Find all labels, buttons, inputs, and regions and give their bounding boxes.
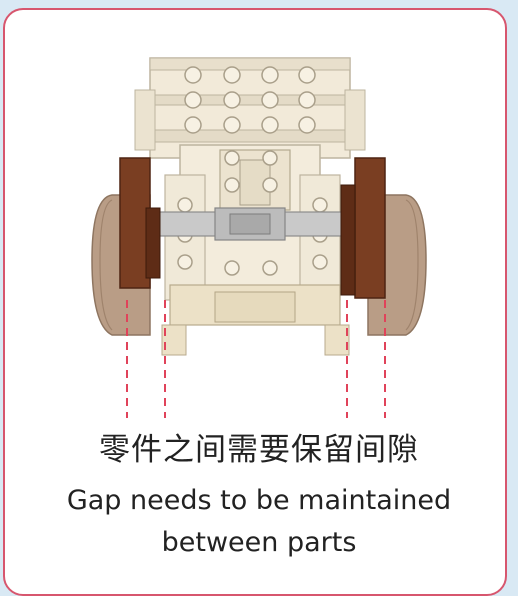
gap-indicator-lines [126,300,386,418]
grey-axle [154,207,356,241]
caption-chinese: 零件之间需要保留间隙 [99,432,419,468]
lego-model-illustration [91,57,427,418]
caption-english-line2: between parts [161,527,357,558]
caption-english-line1: Gap needs to be maintained [66,485,452,516]
left-wheel [91,157,161,336]
lower-base [161,284,350,356]
top-block [134,57,366,159]
studs-top [184,66,316,134]
right-wheel [340,157,427,336]
caption-english: Gap needs to be maintained between parts [0,480,518,564]
